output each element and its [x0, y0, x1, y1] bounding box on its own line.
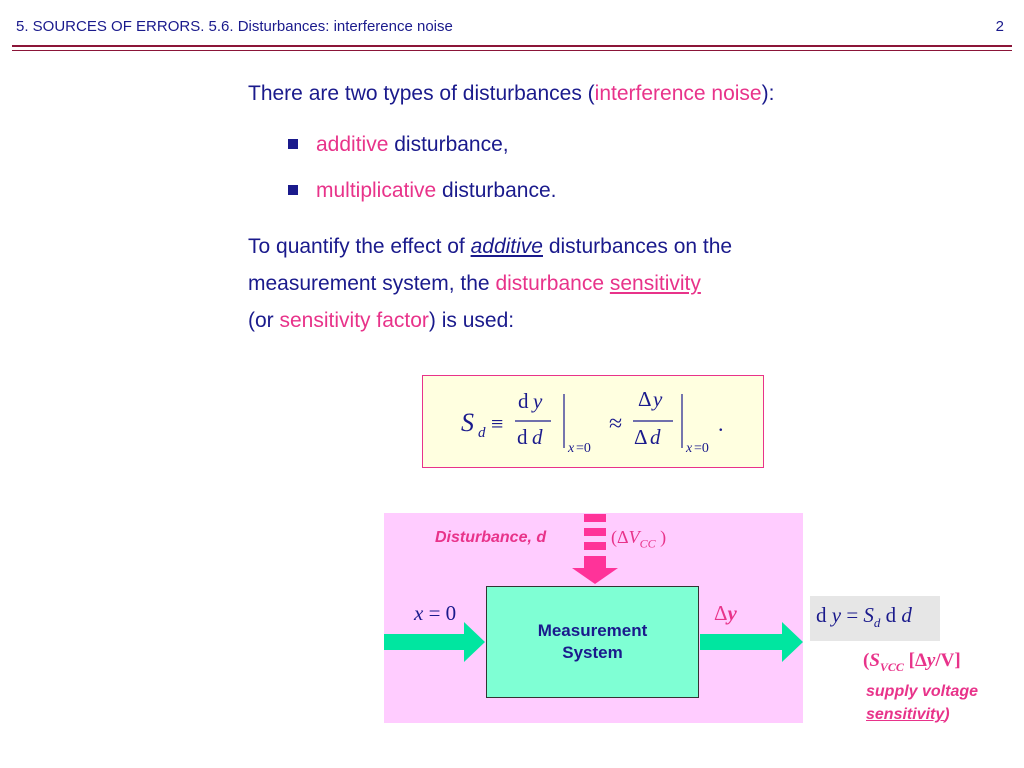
svcc-sub: VCC: [879, 659, 904, 674]
para-text: measurement system, the: [248, 272, 496, 295]
para-text: ) is used:: [428, 309, 515, 332]
dvcc-label: (ΔVCC ): [611, 527, 666, 552]
page-number: 2: [995, 18, 1004, 35]
formula-den1-d: d: [517, 425, 528, 449]
formula-box: S d ≡ d y d d x =0 ≈ Δ y Δ d x =0 .: [422, 375, 764, 468]
formula-eval1-x: x: [567, 441, 575, 456]
formula-eval2-x: x: [685, 441, 693, 456]
bullet-item: multiplicative disturbance.: [288, 172, 556, 209]
input-x: x: [414, 601, 424, 625]
svcc-label: (SVCC [Δy/V]: [863, 650, 961, 675]
formula-S: S: [461, 408, 474, 437]
bullet-highlight: multiplicative: [316, 179, 437, 202]
para-line-3: (or sensitivity factor) is used:: [248, 302, 514, 339]
bullet-text: disturbance,: [388, 133, 509, 156]
supply-close: ): [944, 706, 950, 723]
box-line-2: System: [562, 643, 623, 662]
eq-sub-d: d: [873, 615, 881, 631]
formula-num1-d: d: [518, 389, 529, 413]
formula-den2-d: d: [650, 425, 661, 449]
bullet-square-icon: [288, 139, 298, 149]
para-text: (or: [248, 309, 280, 332]
para-highlight: disturbance: [495, 272, 605, 295]
box-line-1: Measurement: [537, 621, 648, 640]
svcc-bracket: [Δ: [903, 650, 927, 671]
formula-period: .: [718, 411, 724, 436]
bullet-square-icon: [288, 185, 298, 195]
intro-highlight: interference noise: [594, 82, 762, 105]
svcc-S: S: [869, 650, 880, 671]
para-highlight-underlined: sensitivity: [609, 272, 701, 295]
eq-d2: d: [880, 603, 897, 627]
output-delta: Δ: [714, 601, 728, 625]
formula-eval1-eq0: =0: [576, 441, 591, 456]
formula-svg: S d ≡ d y d d x =0 ≈ Δ y Δ d x =0 .: [461, 387, 724, 456]
formula-equiv: ≡: [491, 411, 503, 436]
eq-S: S: [863, 603, 874, 627]
bullet-highlight: additive: [316, 133, 389, 156]
input-eq: = 0: [423, 601, 457, 625]
header-rule: [12, 45, 1012, 47]
sensitivity-word: sensitivity: [866, 706, 945, 723]
para-emphasis: additive: [470, 235, 543, 258]
input-label: x = 0: [414, 601, 456, 626]
formula-den2-delta: Δ: [634, 425, 648, 449]
dvcc-open: (Δ: [611, 527, 629, 547]
formula-approx: ≈: [609, 411, 622, 437]
eq-d: d: [816, 603, 827, 627]
svcc-open: (: [863, 650, 870, 671]
svcc-y: y: [926, 650, 936, 671]
para-text: To quantify the effect of: [248, 235, 471, 258]
supply-sensitivity-label: sensitivity): [866, 706, 950, 724]
output-y: y: [727, 601, 737, 625]
intro-end: ):: [761, 82, 775, 105]
header-rule-thin: [12, 50, 1012, 51]
formula-num1-y: y: [531, 389, 543, 413]
dvcc-close: ): [655, 527, 667, 547]
supply-voltage-label: supply voltage: [866, 683, 979, 700]
disturbance-label: Disturbance, d: [435, 529, 547, 546]
para-text: disturbances on the: [542, 235, 733, 258]
formula-eval2-eq0: =0: [694, 441, 709, 456]
formula-sub-d: d: [478, 425, 486, 441]
dvcc-sub: CC: [639, 536, 656, 551]
output-equation: d y = Sd d d: [816, 603, 912, 631]
intro-text: There are two types of disturbances (: [248, 82, 595, 105]
bullet-item: additive disturbance,: [288, 126, 509, 163]
output-label: Δy: [714, 601, 737, 626]
output-equation-box: [810, 596, 940, 641]
para-line-1: To quantify the effect of additive distu…: [248, 228, 732, 265]
bullet-text: disturbance.: [436, 179, 557, 202]
eq-equals: =: [841, 603, 864, 627]
eq-dd: d: [901, 603, 912, 627]
header-title: 5. SOURCES OF ERRORS. 5.6. Disturbances:…: [16, 18, 453, 35]
svcc-unit: /V]: [935, 650, 961, 671]
measurement-system-box: Measurement System: [486, 586, 699, 698]
formula-num2-y: y: [651, 387, 663, 411]
para-line-2: measurement system, the disturbance sens…: [248, 265, 701, 302]
eq-y: y: [831, 603, 842, 627]
para-highlight: sensitivity factor: [279, 309, 429, 332]
formula-den1-dd: d: [532, 425, 543, 449]
intro-line: There are two types of disturbances (int…: [248, 75, 774, 112]
formula-num2-delta: Δ: [638, 387, 652, 411]
dvcc-v: V: [628, 527, 640, 547]
